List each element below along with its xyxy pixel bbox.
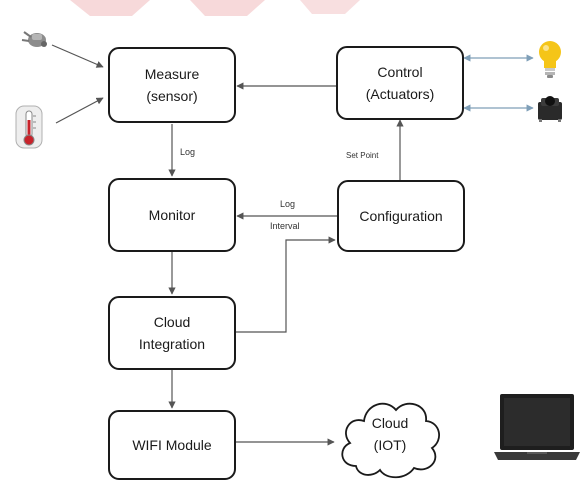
measure-label: Measure bbox=[144, 66, 200, 82]
iot-label: (IOT) bbox=[373, 437, 407, 453]
configuration-label: Configuration bbox=[359, 208, 443, 224]
monitor-box: Monitor bbox=[108, 178, 236, 252]
actuators-label: (Actuators) bbox=[365, 86, 435, 102]
measure-sensor-box: Measure (sensor) bbox=[108, 47, 236, 123]
light-bulb-icon bbox=[539, 41, 561, 78]
control-label: Control bbox=[377, 64, 423, 80]
log-interval-edge-label-1: Log bbox=[280, 199, 296, 209]
cloud-label: Cloud bbox=[153, 314, 191, 330]
arrow-thermo-to-measure bbox=[55, 97, 104, 124]
cloud-iot-shape bbox=[341, 402, 440, 479]
arrow-cloud-integration-to-config bbox=[236, 236, 336, 333]
control-actuators-box: Control (Actuators) bbox=[336, 46, 464, 120]
log-edge-label: Log bbox=[180, 147, 196, 157]
cloud-iot-label: Cloud bbox=[371, 415, 409, 431]
cloud-iot-text: Cloud (IOT) bbox=[354, 408, 426, 460]
configuration-box: Configuration bbox=[337, 180, 465, 252]
wifi-module-label: WIFI Module bbox=[132, 437, 212, 453]
arrow-motion-to-measure bbox=[51, 44, 104, 68]
watermark-banner bbox=[70, 0, 360, 16]
cloud-integration-box: Cloud Integration bbox=[108, 296, 236, 370]
motion-sensor-icon bbox=[21, 31, 47, 47]
set-point-edge-label: Set Point bbox=[346, 151, 379, 160]
log-interval-edge-label-2: Interval bbox=[270, 221, 300, 231]
integration-label: Integration bbox=[138, 336, 206, 352]
laptop-icon bbox=[494, 394, 580, 460]
sensor-label: (sensor) bbox=[146, 88, 198, 104]
monitor-label: Monitor bbox=[148, 207, 196, 223]
wifi-module-box: WIFI Module bbox=[108, 410, 236, 480]
thermometer-icon bbox=[15, 105, 43, 149]
push-button-icon bbox=[538, 96, 562, 122]
